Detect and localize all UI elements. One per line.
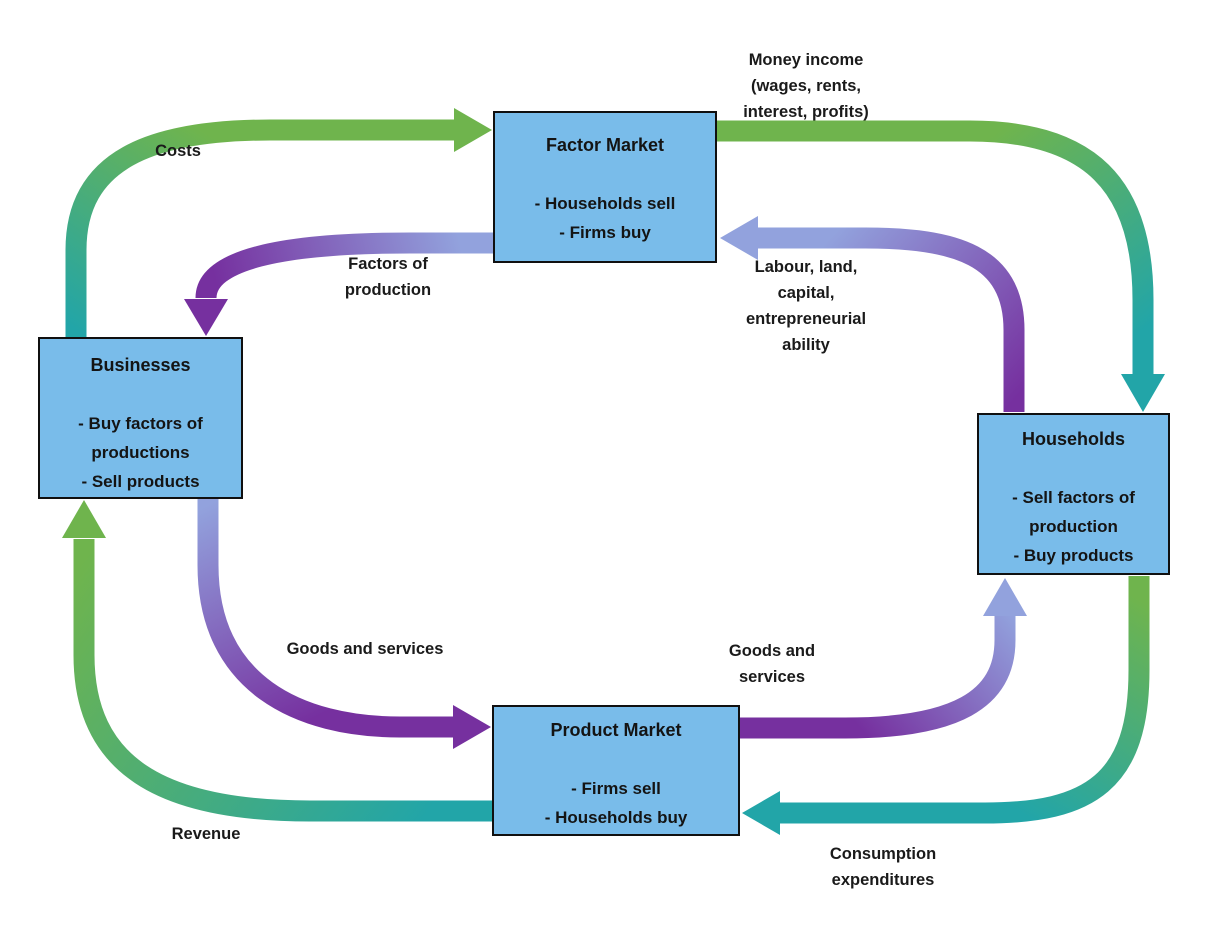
goods-services-right-label: Goods and services (692, 638, 852, 690)
consumption-label-line: expenditures (831, 871, 935, 889)
money-income-label: Money income (wages, rents, interest, pr… (706, 47, 906, 125)
product-market-title: Product Market (550, 720, 682, 740)
revenue-arrowhead (62, 500, 106, 538)
factors-of-production-label-line: Factors of (348, 255, 428, 273)
money-income-label-line: (wages, rents, (750, 77, 862, 95)
households-title: Households (1021, 429, 1125, 449)
businesses-item: - Sell products (81, 472, 200, 491)
factor-market-item: - Firms buy (559, 223, 651, 242)
businesses-box: Businesses - Buy factors of productions … (38, 337, 243, 499)
labour-arrow (720, 216, 1025, 412)
money-income-label-line: Money income (748, 51, 864, 69)
factor-market-title: Factor Market (545, 135, 665, 155)
costs-label: Costs (155, 142, 201, 160)
households-item: - Sell factors of production (1012, 488, 1135, 536)
factors-of-production-arrowhead (184, 299, 228, 336)
goods-services-right-arrow (740, 578, 1027, 739)
labour-label-line: ability (782, 336, 830, 354)
consumption-label: Consumption expenditures (783, 841, 983, 893)
costs-arrow (65, 108, 492, 339)
households-box: Households - Sell factors of production … (977, 413, 1170, 575)
goods-services-left-label: Goods and services (286, 640, 444, 658)
consumption-arrowhead (742, 791, 780, 835)
factors-of-production-label: Factors of production (308, 251, 468, 303)
spacer (979, 454, 1168, 483)
money-income-label-line: interest, profits) (743, 103, 869, 121)
factor-market-item: - Households sell (534, 194, 676, 213)
labour-label-line: entrepreneurial (745, 310, 867, 328)
product-market-item: - Households buy (544, 808, 688, 827)
spacer (495, 160, 715, 189)
revenue-label: Revenue (171, 825, 241, 843)
product-market-item: - Firms sell (571, 779, 661, 798)
consumption-arrow (742, 576, 1150, 835)
money-income-arrow (717, 120, 1165, 412)
spacer (40, 380, 241, 409)
goods-services-right-label-line: services (738, 668, 806, 686)
costs-arrowhead (454, 108, 492, 152)
consumption-label-line: Consumption (829, 845, 937, 863)
labour-label-line: Labour, land, (754, 258, 858, 276)
revenue-arrow (62, 500, 492, 822)
factor-market-box: Factor Market - Households sell - Firms … (493, 111, 717, 263)
factors-of-production-arrow (184, 232, 493, 336)
goods-services-left-arrow (197, 498, 491, 749)
labour-label: Labour, land, capital, entrepreneurial a… (706, 254, 906, 358)
businesses-title: Businesses (90, 355, 191, 375)
money-income-arrowhead (1121, 374, 1165, 412)
goods-services-right-arrowhead (983, 578, 1027, 616)
spacer (494, 745, 738, 774)
households-item: - Buy products (1013, 546, 1134, 565)
factors-of-production-label-line: production (344, 281, 432, 299)
goods-services-right-label-line: Goods and (728, 642, 816, 660)
product-market-box: Product Market - Firms sell - Households… (492, 705, 740, 836)
labour-arrowhead (720, 216, 758, 260)
labour-label-line: capital, (777, 284, 835, 302)
goods-services-left-arrowhead (453, 705, 491, 749)
businesses-item: - Buy factors of productions (78, 414, 203, 462)
